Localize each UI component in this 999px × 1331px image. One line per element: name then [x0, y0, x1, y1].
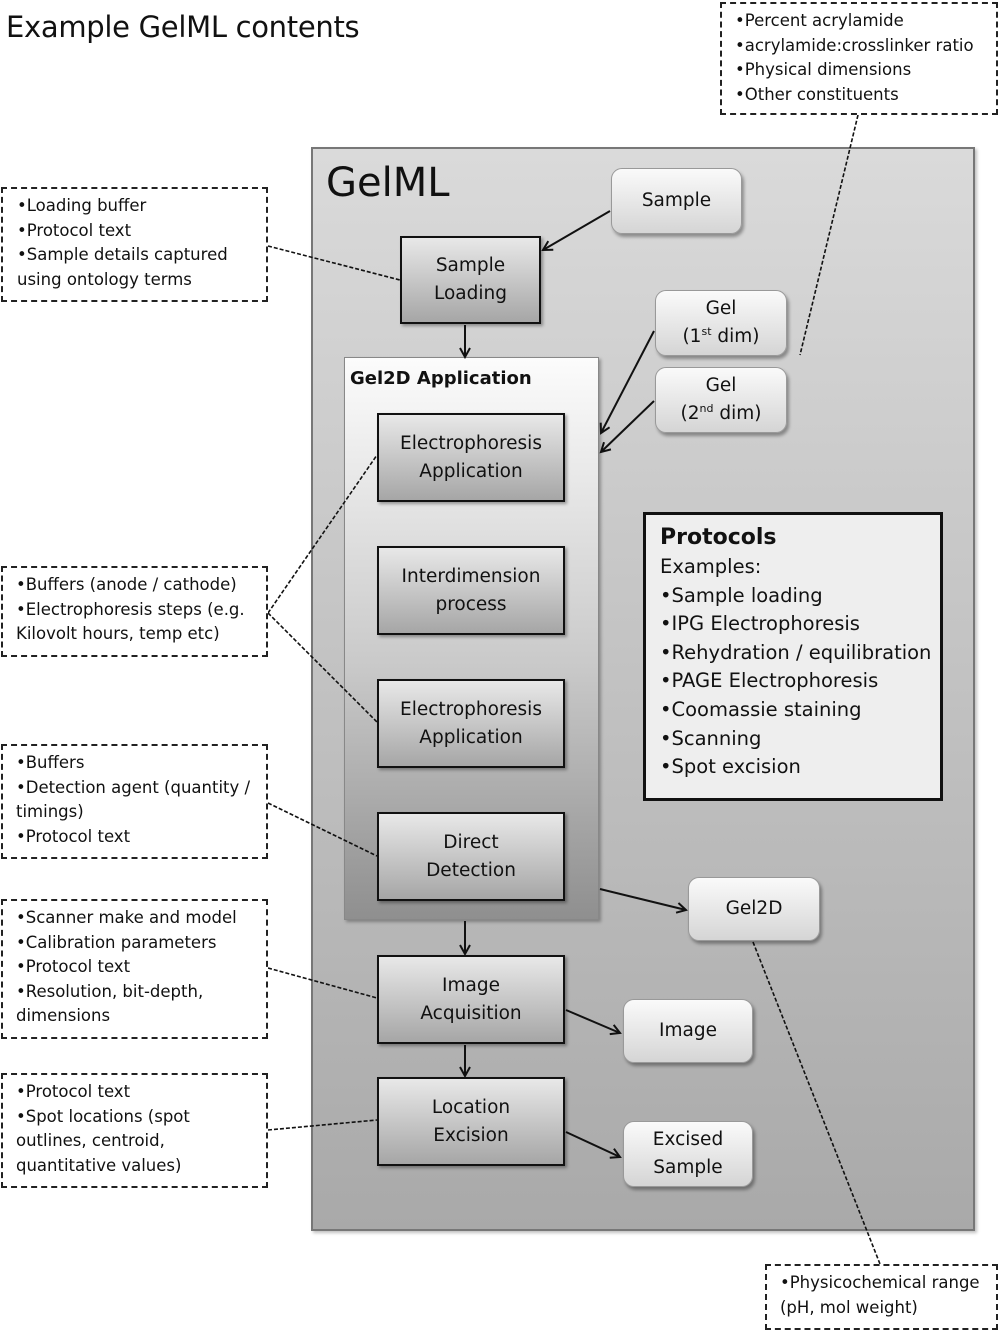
process-label: Direct Detection — [426, 831, 516, 881]
protocol-item: •Sample loading — [660, 583, 823, 607]
note-line: •Percent acrylamide — [735, 11, 904, 30]
object-label: Excised Sample — [652, 1129, 724, 1178]
note-line: Kilovolt hours, temp etc) — [16, 624, 220, 644]
object-label: Gel2D — [725, 898, 783, 919]
object-label: Gel — [705, 298, 737, 319]
process-location-excision[interactable]: Location Excision — [377, 1077, 565, 1166]
note-line: timings) — [16, 802, 84, 822]
gelml-label: GelML — [326, 160, 450, 206]
arrow-excision-to-excised-sample — [565, 1131, 620, 1157]
note-line: •Physical dimensions — [735, 60, 912, 80]
note-line: •Other constituents — [735, 84, 899, 104]
process-sample-loading[interactable]: Sample Loading — [400, 236, 541, 324]
note-line: quantitative values) — [16, 1155, 182, 1175]
connector-note-gel-properties — [799, 114, 859, 356]
arrow-gel2d-app-to-gel2d — [599, 888, 686, 910]
note-line: •Protocol text — [16, 826, 131, 846]
note-line: •Protocol text — [16, 1082, 131, 1101]
connector-note-detection — [267, 802, 378, 857]
note-image-acquisition: •Scanner make and model •Calibration par… — [1, 899, 268, 1039]
note-line: •Resolution, bit-depth, — [16, 981, 204, 1001]
connector-note-electrophoresis-2 — [267, 612, 378, 723]
arrow-gel1-to-gel2d-app — [601, 330, 655, 433]
note-line: dimensions — [16, 1006, 111, 1026]
process-electrophoresis-application-1[interactable]: Electrophoresis Application — [377, 413, 565, 502]
protocol-item: •Spot excision — [660, 755, 801, 779]
process-direct-detection[interactable]: Direct Detection — [377, 812, 565, 901]
process-electrophoresis-application-2[interactable]: Electrophoresis Application — [377, 679, 565, 768]
note-line: •Sample details captured — [17, 245, 228, 265]
object-label: Sample — [641, 190, 712, 211]
connector-note-gel2d — [752, 941, 881, 1265]
connector-note-electrophoresis-1 — [267, 454, 378, 614]
protocols-box: Protocols Examples: •Sample loading •IPG… — [643, 512, 943, 801]
object-sublabel: (2nd dim) — [680, 401, 762, 424]
note-line: •Calibration parameters — [16, 932, 217, 952]
arrow-acquisition-to-image — [565, 1009, 620, 1033]
protocol-item: •PAGE Electrophoresis — [660, 669, 879, 693]
object-excised-sample[interactable]: Excised Sample — [623, 1121, 753, 1187]
gel2d-application-label: Gel2D Application — [350, 368, 532, 389]
object-gel2d[interactable]: Gel2D — [688, 877, 820, 941]
page-title: Example GelML contents — [6, 10, 360, 44]
note-line: •Detection agent (quantity / — [16, 777, 251, 797]
process-label: Image Acquisition — [420, 974, 522, 1024]
arrow-sample-to-loading — [543, 210, 611, 250]
connector-note-sample-loading — [267, 245, 401, 281]
object-gel-1st-dim[interactable]: Gel (1st dim) — [655, 290, 787, 356]
note-line: •acrylamide:crosslinker ratio — [735, 35, 974, 55]
process-label: Interdimension process — [401, 565, 541, 615]
object-sample[interactable]: Sample — [611, 168, 742, 234]
note-line: •Physicochemical range — [780, 1273, 980, 1292]
protocol-item: •Rehydration / equilibration — [660, 640, 932, 664]
protocol-item: •Coomassie staining — [660, 697, 862, 721]
process-label: Sample Loading — [434, 255, 507, 304]
protocols-subtitle: Examples: — [660, 555, 762, 578]
protocols-title: Protocols — [660, 525, 777, 550]
process-label: Electrophoresis Application — [400, 432, 542, 482]
note-line: •Scanner make and model — [16, 908, 237, 927]
note-line: outlines, centroid, — [16, 1131, 165, 1151]
note-line: •Electrophoresis steps (e.g. — [16, 599, 245, 619]
object-sublabel: (1st dim) — [682, 324, 760, 347]
object-gel-2nd-dim[interactable]: Gel (2nd dim) — [655, 367, 787, 433]
note-location-excision: •Protocol text •Spot locations (spot out… — [1, 1073, 268, 1188]
process-image-acquisition[interactable]: Image Acquisition — [377, 955, 565, 1044]
note-line: •Buffers (anode / cathode) — [16, 575, 237, 594]
object-image[interactable]: Image — [623, 999, 753, 1063]
object-label: Image — [659, 1020, 717, 1041]
note-detection: •Buffers •Detection agent (quantity / ti… — [1, 744, 268, 859]
note-sample-loading: •Loading buffer •Protocol text •Sample d… — [1, 187, 268, 302]
arrow-gel2-to-gel2d-app — [601, 400, 655, 452]
protocol-item: •IPG Electrophoresis — [660, 612, 860, 636]
process-label: Electrophoresis Application — [400, 698, 542, 748]
note-line: •Protocol text — [17, 220, 132, 240]
process-interdimension[interactable]: Interdimension process — [377, 546, 565, 635]
note-line: using ontology terms — [17, 269, 192, 289]
protocol-item: •Scanning — [660, 726, 762, 750]
process-label: Location Excision — [431, 1096, 511, 1146]
connector-note-location-excision — [267, 1119, 378, 1131]
note-line: •Loading buffer — [17, 196, 147, 215]
note-line: •Spot locations (spot — [16, 1106, 190, 1126]
note-line: (pH, mol weight) — [780, 1297, 918, 1317]
note-gel-properties: •Percent acrylamide •acrylamide:crosslin… — [720, 2, 998, 115]
note-electrophoresis: •Buffers (anode / cathode) •Electrophore… — [1, 566, 268, 657]
object-label: Gel — [705, 375, 737, 396]
note-line: •Protocol text — [16, 957, 131, 977]
connector-note-image-acquisition — [267, 967, 378, 999]
note-line: •Buffers — [16, 753, 85, 772]
note-gel2d: •Physicochemical range (pH, mol weight) — [765, 1264, 998, 1330]
